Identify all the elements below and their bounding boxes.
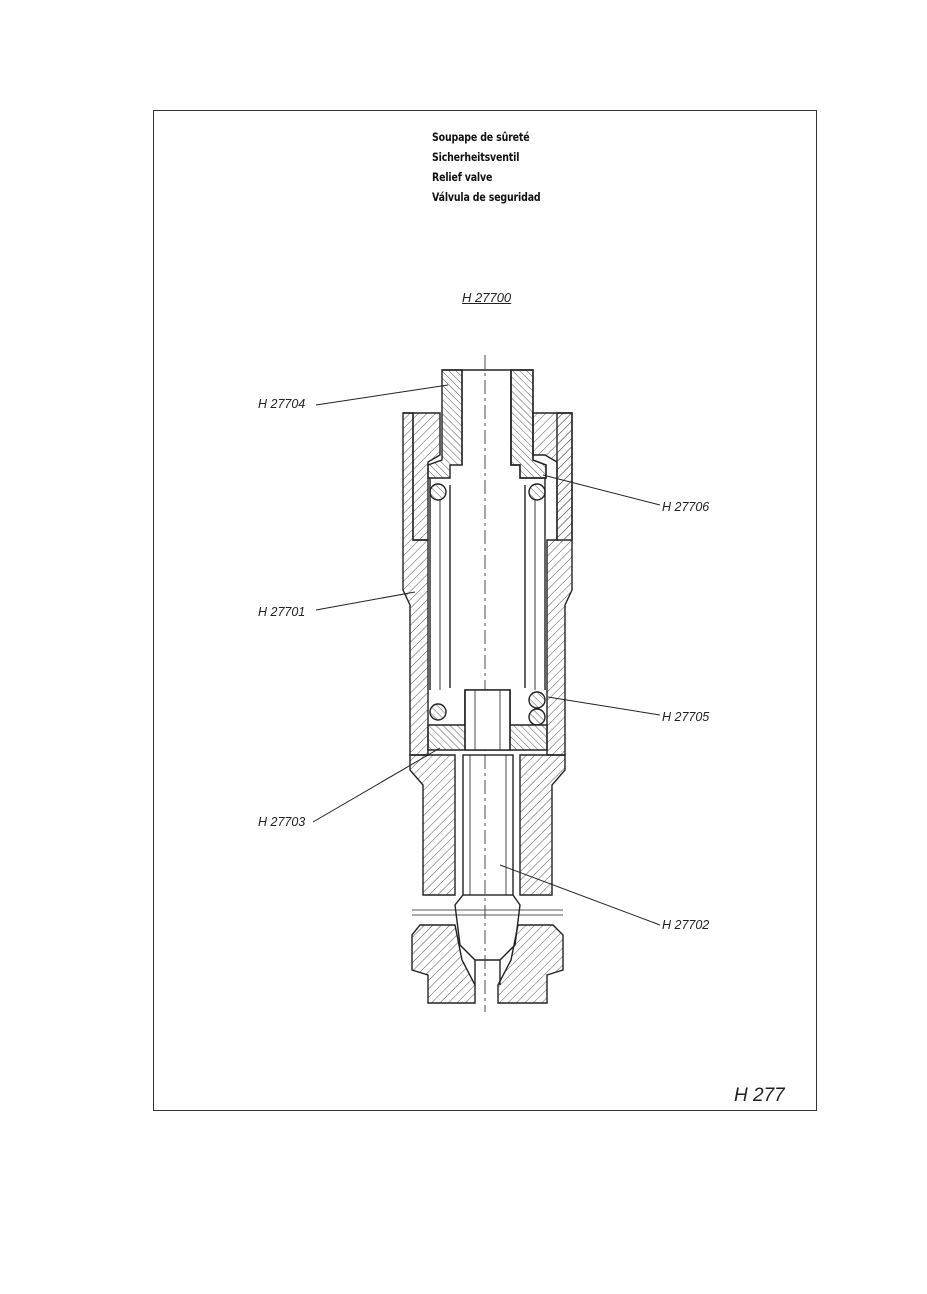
page-id: H 277: [734, 1085, 785, 1106]
title-fr: Soupape de sûreté: [432, 130, 530, 144]
title-es: Válvula de seguridad: [432, 190, 541, 204]
top-cap-right-hatch: [510, 369, 547, 479]
title-en: Relief valve: [432, 170, 493, 184]
label-h27703: H 27703: [258, 815, 306, 829]
leader-h27705: [547, 696, 661, 716]
drawing-frame: [153, 110, 817, 1111]
bottom-fitting-left: [411, 924, 476, 1004]
label-h27705: H 27705: [662, 710, 710, 724]
title-block: Soupape de sûreté Sicherheitsventil Reli…: [432, 127, 632, 207]
assembly-ref: H 27700: [462, 290, 512, 305]
label-h27702: H 27702: [662, 918, 710, 932]
leader-h27702: [499, 864, 661, 926]
spring-coil: [528, 708, 546, 726]
label-h27704: H 27704: [258, 397, 306, 411]
body-right-lower: [519, 754, 566, 896]
leader-h27704: [315, 384, 449, 406]
plunger: [462, 754, 514, 896]
body-left-lower: [409, 754, 456, 896]
spring-coil: [528, 691, 546, 709]
spring-coil: [429, 483, 447, 501]
body-right-mid: [546, 412, 573, 756]
title-de: Sicherheitsventil: [432, 150, 520, 164]
spring-coil: [528, 483, 546, 501]
label-h27701: H 27701: [258, 605, 306, 619]
leader-h27703: [312, 747, 441, 823]
spring-coil: [429, 703, 447, 721]
leader-h27701: [315, 591, 416, 611]
leader-h27706: [542, 474, 661, 506]
bottom-fitting-right: [497, 924, 564, 1004]
label-h27706: H 27706: [662, 500, 710, 514]
